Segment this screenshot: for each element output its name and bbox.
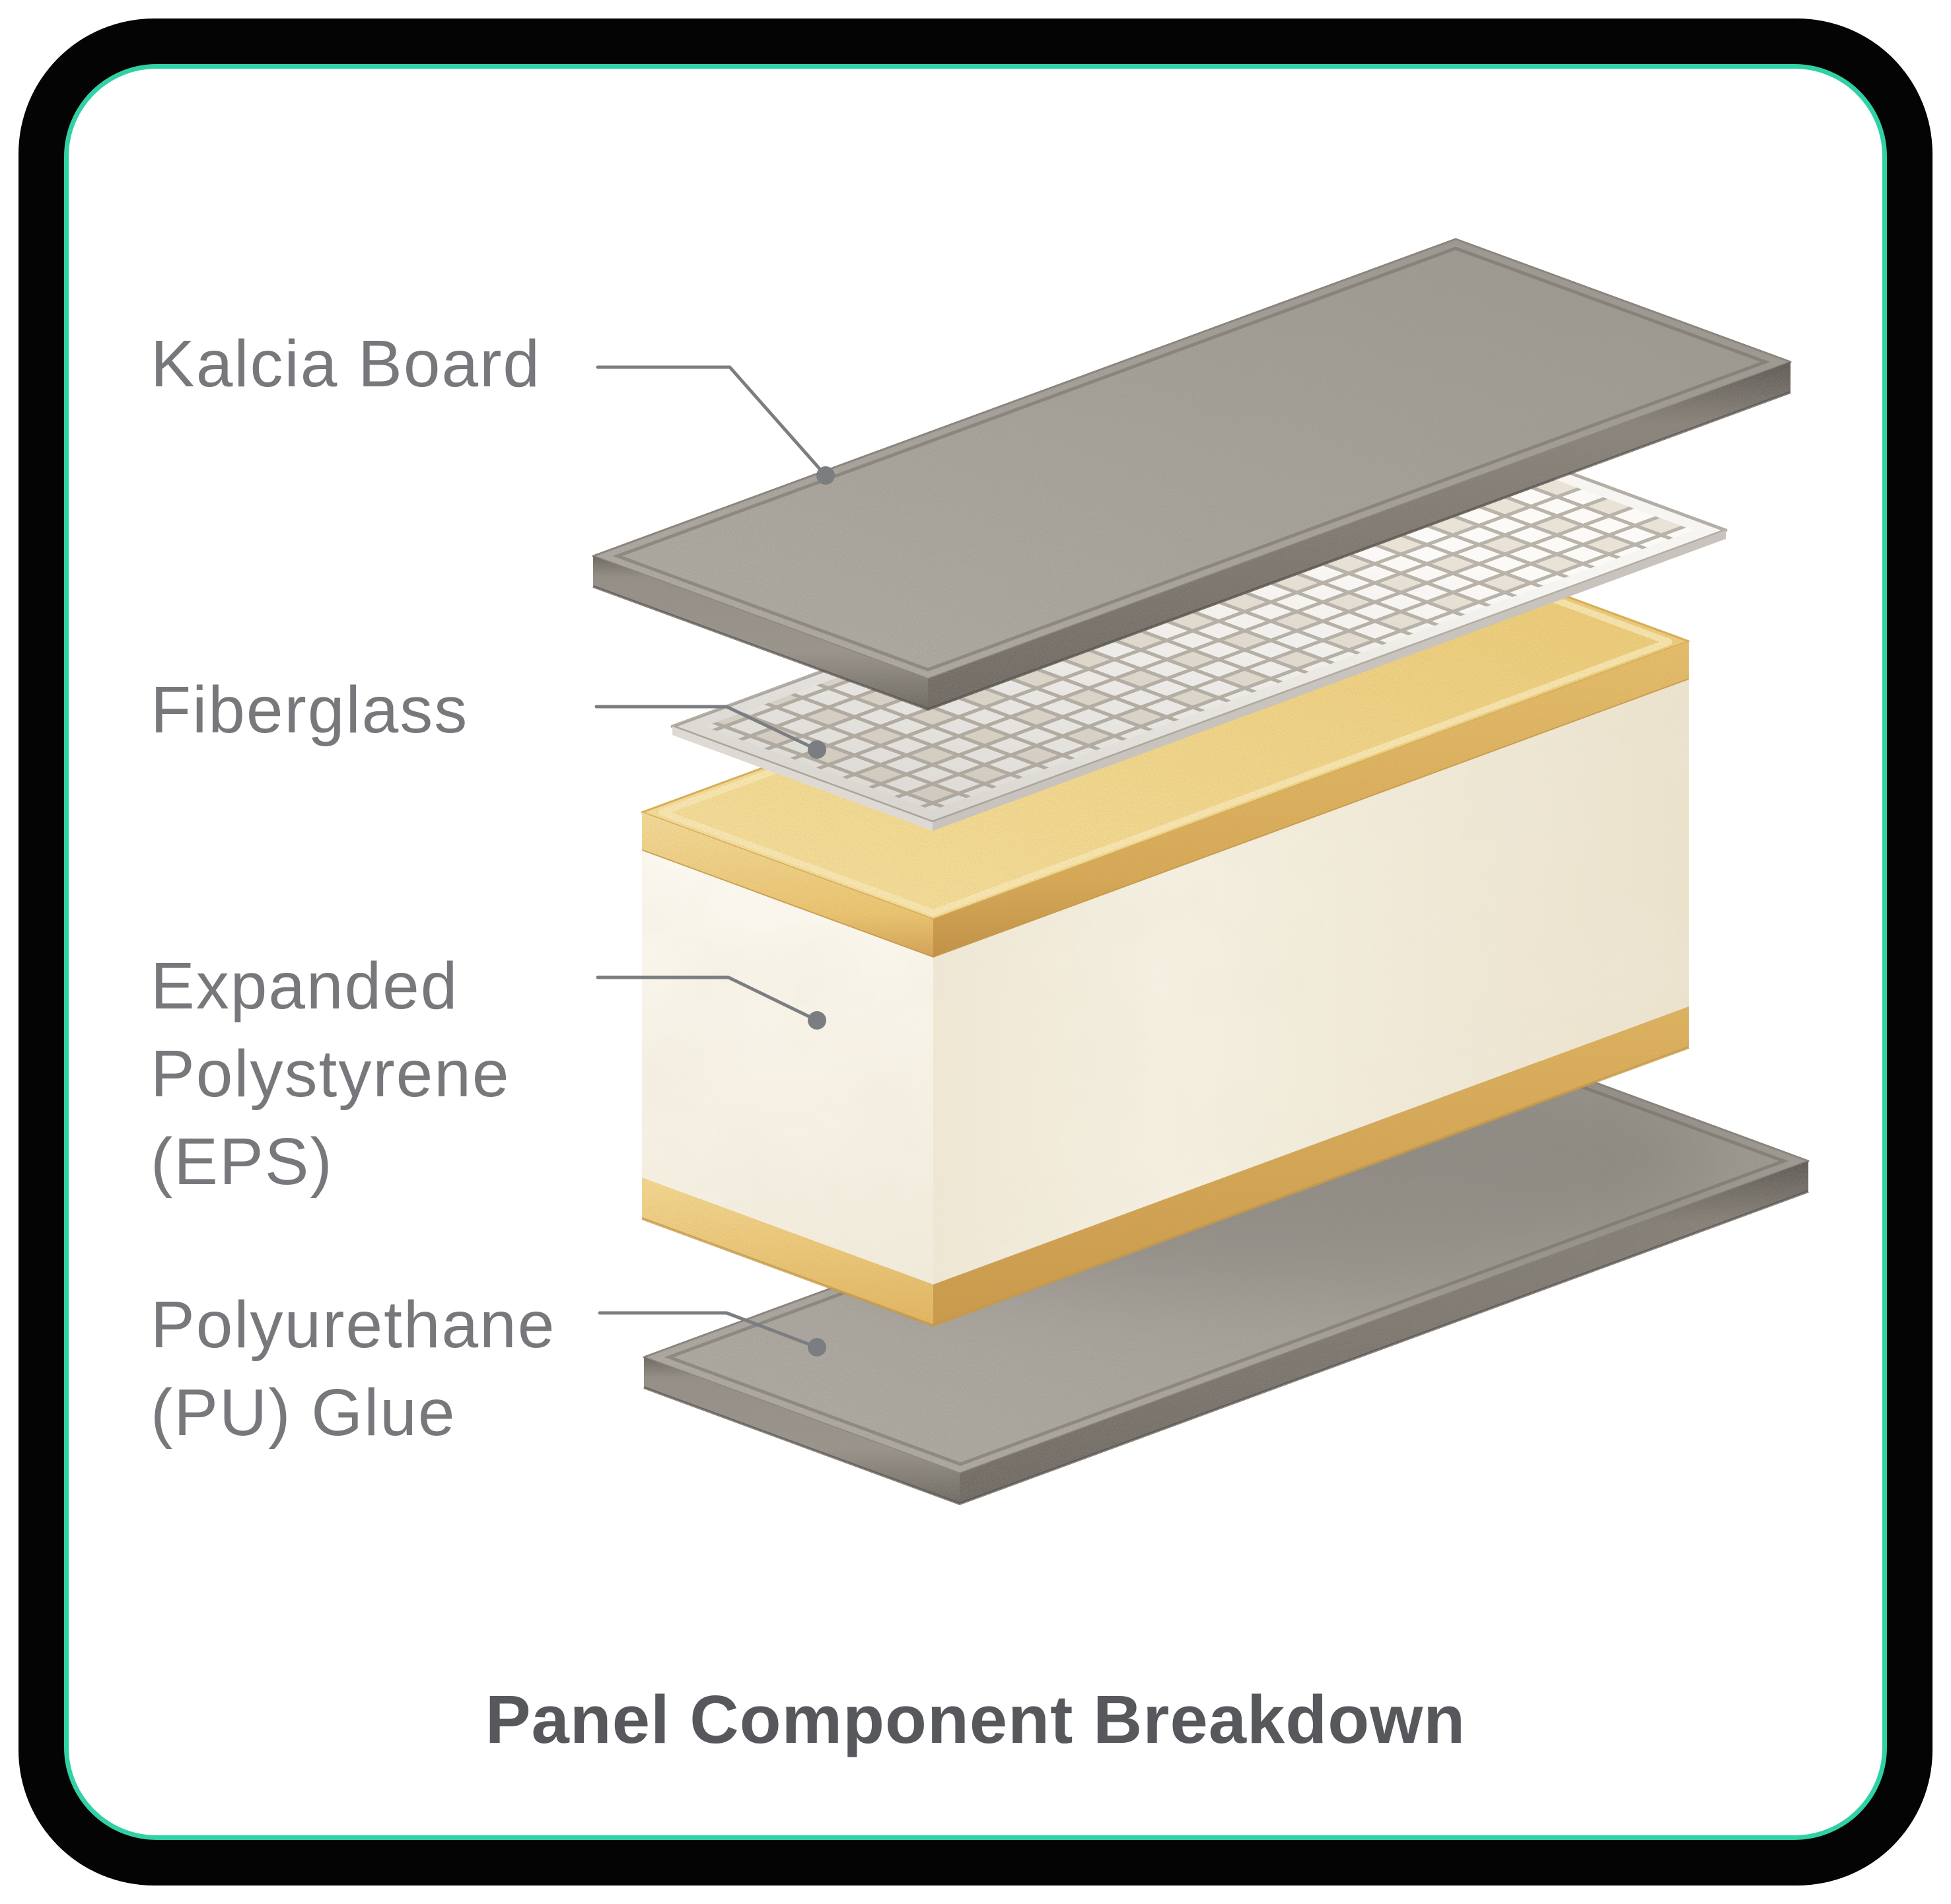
leader-dot-pu-glue [808, 1338, 826, 1357]
leader-dot-eps [808, 1011, 826, 1030]
label-eps: Expanded Polystyrene (EPS) [151, 942, 510, 1206]
label-fiberglass-text: Fiberglass [151, 673, 469, 747]
label-kalcia-board-text: Kalcia Board [151, 327, 541, 401]
leader-fiberglass [594, 705, 826, 759]
leader-pu-glue [598, 1311, 826, 1357]
label-eps-line-1: Expanded [151, 949, 459, 1023]
leader-dot-kalcia-board [816, 466, 835, 485]
label-pu-glue-line-1: Polyurethane [151, 1288, 556, 1362]
leader-kalcia-board [596, 365, 835, 485]
label-pu-glue: Polyurethane (PU) Glue [151, 1281, 555, 1457]
label-kalcia-board: Kalcia Board [151, 320, 541, 408]
label-pu-glue-line-2: (PU) Glue [151, 1376, 456, 1450]
label-eps-line-2: Polystyrene [151, 1037, 511, 1111]
label-eps-line-3: (EPS) [151, 1125, 334, 1199]
leader-eps [596, 975, 826, 1030]
label-fiberglass: Fiberglass [151, 666, 468, 754]
diagram-title: Panel Component Breakdown [485, 1681, 1466, 1757]
leader-dot-fiberglass [808, 740, 826, 759]
